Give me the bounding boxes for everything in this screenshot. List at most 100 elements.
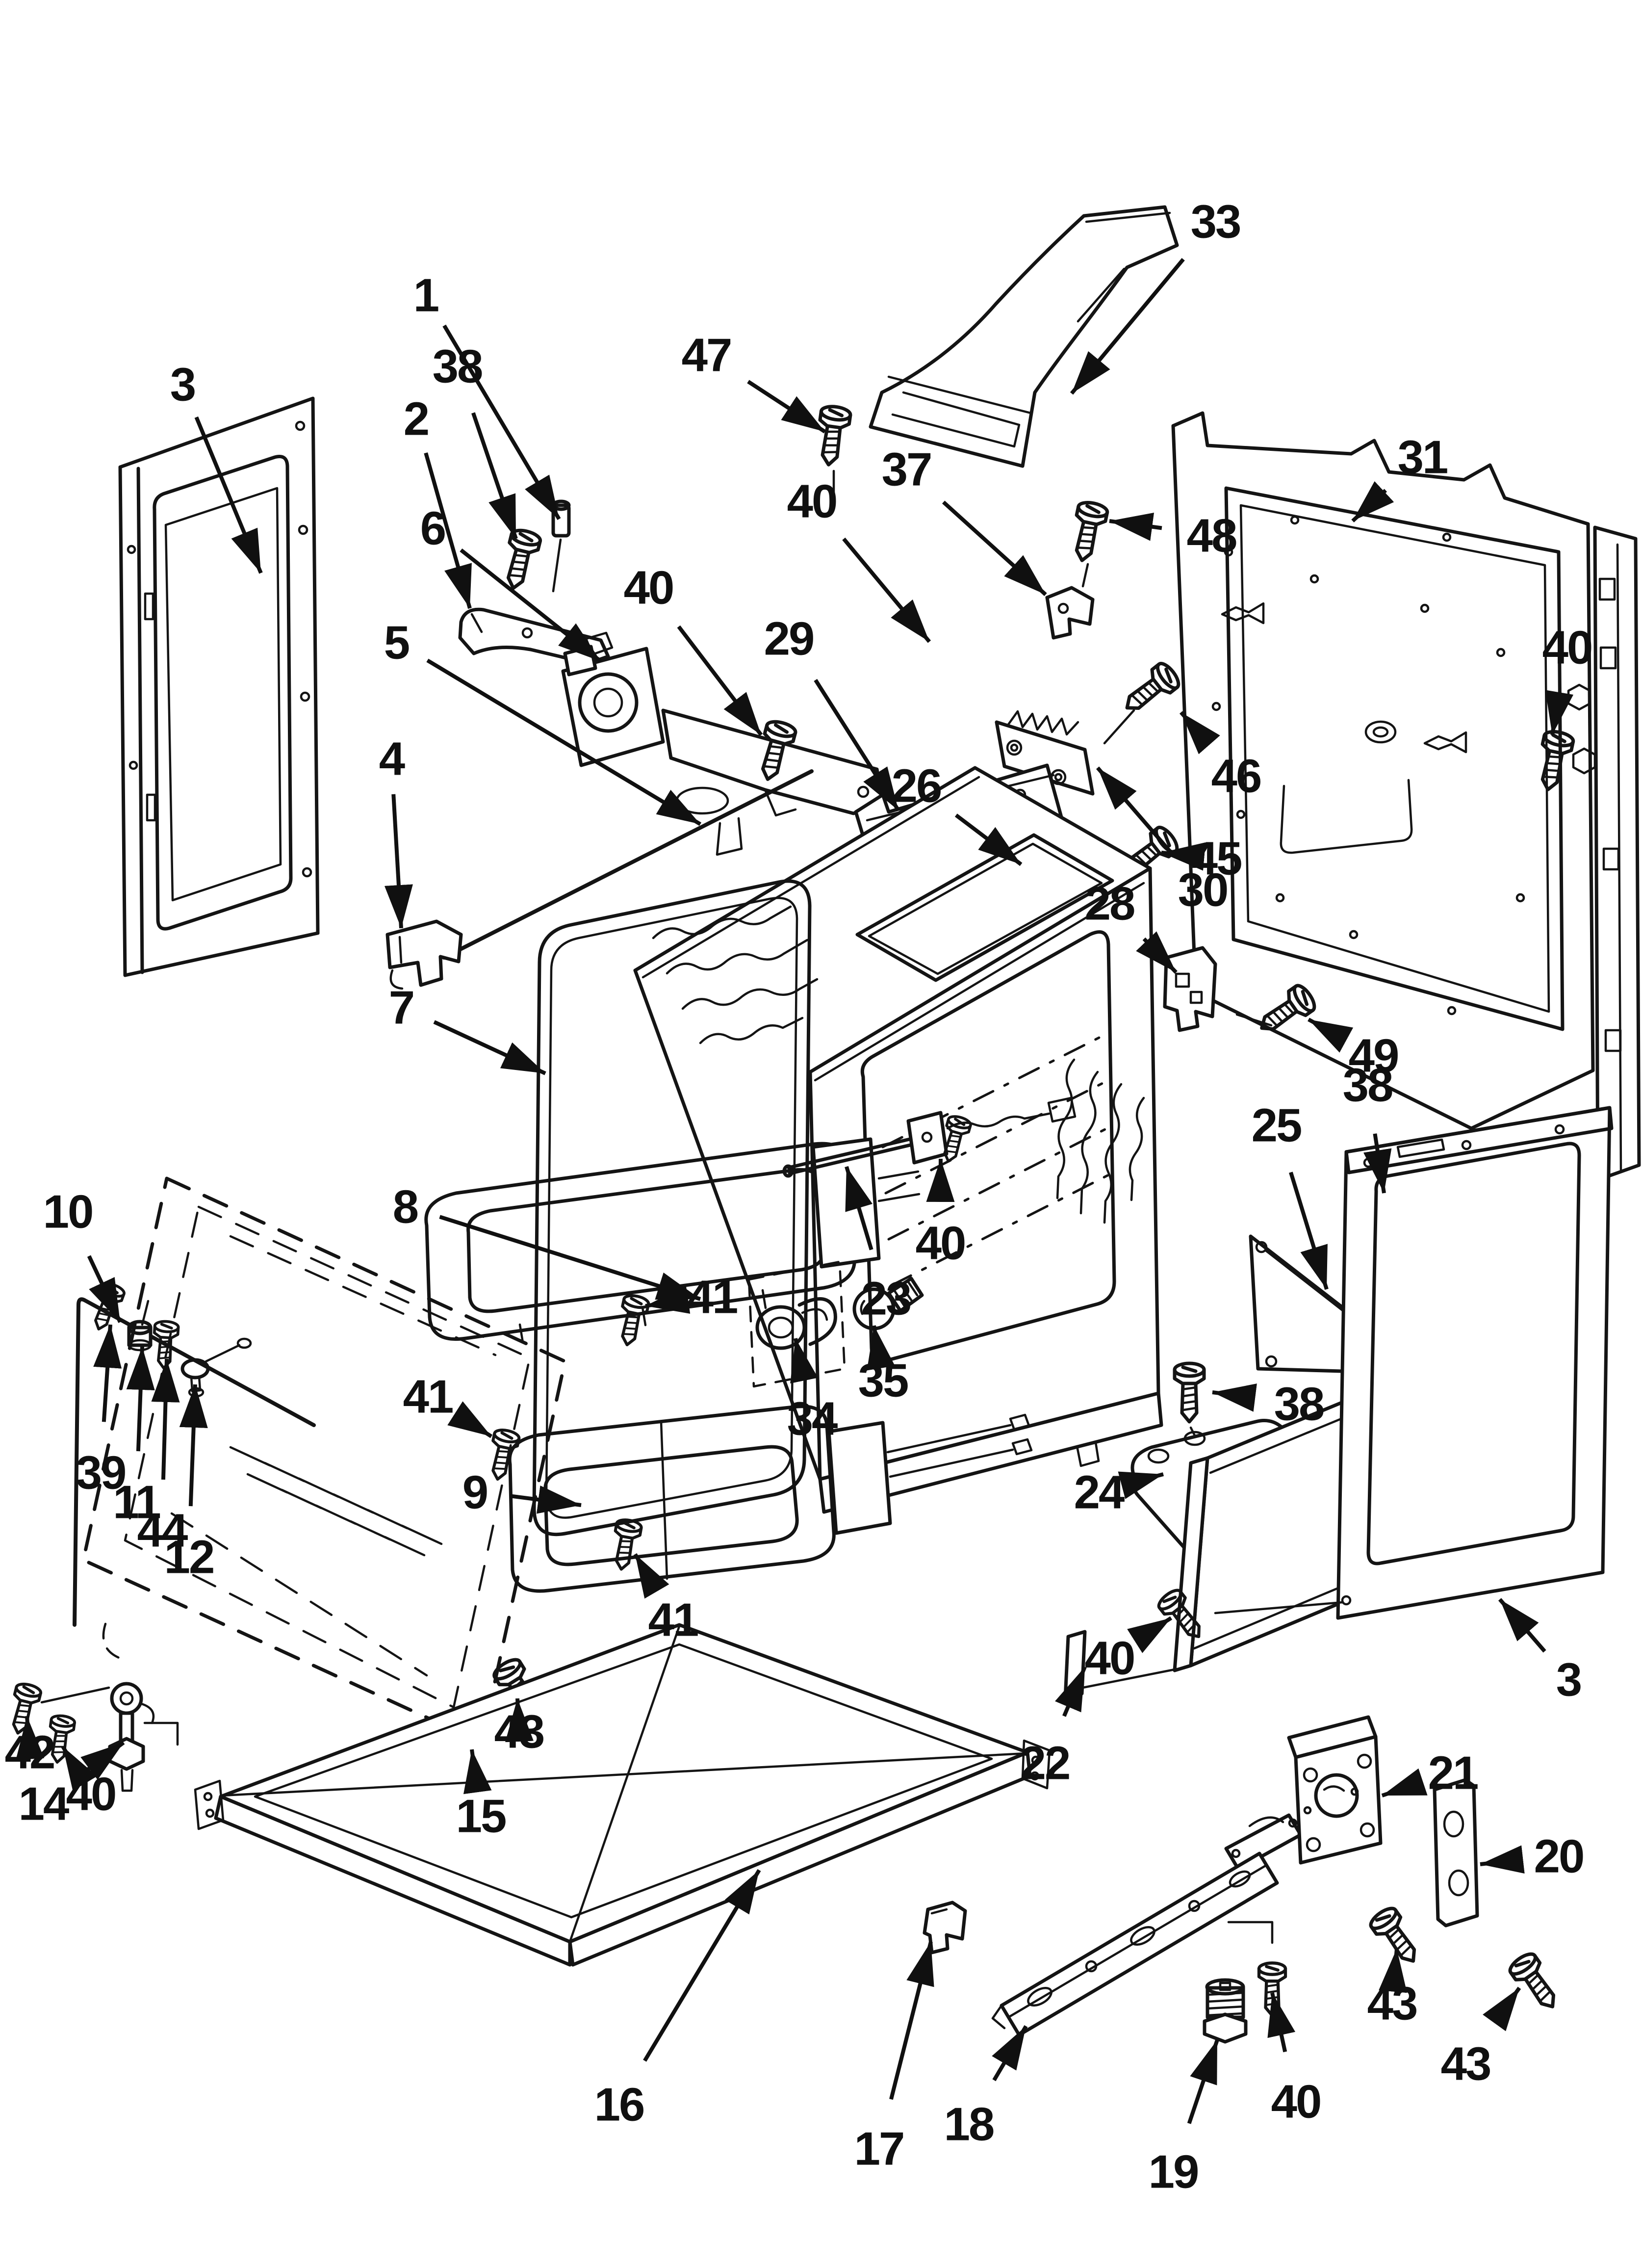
callout-arrow: [845, 1166, 873, 1251]
part-number: 2: [404, 393, 428, 445]
callout-arrow: [1379, 1948, 1407, 1993]
part-number: 40: [1085, 1632, 1134, 1685]
callout-12: 12: [164, 1384, 215, 1584]
callout-arrow: [790, 1338, 818, 1384]
callout-6: 6: [420, 502, 602, 663]
capillary-clip: [385, 919, 463, 990]
part-number: 40: [1542, 622, 1592, 674]
callout-40: 40: [1542, 622, 1593, 735]
callout-arrow: [645, 1285, 691, 1314]
callout-arrow: [463, 1749, 492, 1795]
part-number: 40: [1271, 2076, 1321, 2128]
callout-20: 20: [1480, 1830, 1585, 1883]
callout-arrow: [1179, 711, 1220, 755]
callout-40: 40: [787, 475, 931, 643]
part-number: 26: [892, 760, 941, 812]
callout-arrow: [842, 537, 931, 643]
callout-41: 41: [645, 1271, 739, 1324]
callout-43: 43: [1441, 1986, 1521, 2090]
callout-40: 40: [916, 1158, 966, 1270]
callout-37: 37: [882, 443, 1047, 596]
callout-45: 45: [1161, 833, 1243, 885]
callout-arrow: [179, 1384, 208, 1507]
part-number: 45: [1192, 833, 1241, 885]
callout-arrow: [1308, 1017, 1354, 1053]
part-number: 40: [66, 1768, 116, 1821]
leveling-foot: [1203, 1978, 1248, 2044]
callout-arrow: [1351, 481, 1394, 522]
part-number: 39: [76, 1447, 126, 1499]
callout-arrow: [447, 1401, 493, 1438]
corner-bracket: [1287, 1715, 1383, 1865]
part-number: 40: [787, 475, 837, 528]
callout-1: 1: [413, 269, 561, 521]
callout-arrow: [633, 1553, 669, 1599]
callout-arrow: [442, 324, 561, 521]
part-number: 15: [456, 1790, 506, 1843]
callout-30: 30: [1096, 766, 1229, 916]
grommet-12: [180, 1337, 252, 1398]
callout-41: 41: [633, 1553, 699, 1646]
callout-arrow: [1136, 931, 1178, 974]
callout-arrow: [505, 1698, 534, 1743]
callout-arrow: [867, 1325, 895, 1371]
screw-38-top: [499, 528, 542, 592]
callout-arrow: [1212, 1383, 1257, 1412]
rear-bracket: [1163, 946, 1217, 1032]
callout-arrow: [1070, 258, 1185, 395]
rear-panel: [1171, 411, 1641, 1182]
callout-33: 33: [1070, 196, 1241, 395]
callout-arrow: [384, 794, 413, 929]
callout-arrow: [194, 416, 263, 574]
callout-35: 35: [858, 1325, 909, 1407]
part-number: 28: [1085, 878, 1134, 930]
callout-arrow: [1289, 1172, 1329, 1290]
part-number: 33: [1191, 196, 1240, 248]
screw-43-spacer: [1507, 1951, 1565, 2015]
callout-40: 40: [61, 1745, 117, 1821]
screw-46: [1118, 660, 1182, 720]
capillary-tube: [442, 769, 814, 960]
part-number: 7: [389, 982, 413, 1034]
part-number: 41: [403, 1371, 453, 1423]
callout-arrow: [1267, 1992, 1296, 2053]
callout-arrow: [1498, 1598, 1546, 1653]
part-number: 41: [688, 1271, 737, 1324]
callout-38: 38: [1212, 1378, 1325, 1431]
callout-41: 41: [403, 1371, 493, 1438]
callout-10: 10: [43, 1186, 122, 1323]
part-number: 24: [1074, 1466, 1125, 1519]
callout-arrow: [1381, 1768, 1428, 1798]
callout-43: 43: [494, 1698, 545, 1758]
part-number: 5: [384, 617, 409, 669]
callout-47: 47: [682, 329, 826, 434]
callout-38: 38: [1343, 1059, 1394, 1194]
callout-40: 40: [624, 562, 763, 736]
part-number: 34: [787, 1393, 838, 1445]
callout-arrow: [426, 658, 702, 826]
anti-tip-clip: [923, 1901, 967, 1955]
part-number: 16: [594, 2079, 644, 2131]
callout-48: 48: [1109, 510, 1238, 562]
part-number: 29: [764, 613, 814, 665]
callout-42: 42: [5, 1716, 55, 1779]
callout-arrow: [1363, 1133, 1392, 1194]
callout-arrow: [87, 1255, 122, 1323]
callout-22: 22: [1020, 1666, 1087, 1790]
part-number: 43: [1441, 2038, 1490, 2090]
callout-arrow: [61, 1745, 98, 1791]
callout-3: 3: [1498, 1598, 1582, 1706]
callout-16: 16: [594, 1869, 761, 2131]
part-number: 17: [854, 2123, 904, 2175]
oven-door-panel: [81, 1176, 567, 1745]
callout-11: 11: [113, 1346, 161, 1529]
part-number: 19: [1149, 2146, 1198, 2198]
callout-7: 7: [389, 982, 546, 1075]
broil-element: [508, 1405, 1033, 1593]
callout-arrow: [1187, 2039, 1219, 2124]
part-number: 35: [858, 1355, 908, 1407]
top-heat-spreader: [855, 833, 1114, 982]
part-number: 23: [861, 1273, 911, 1325]
callout-arrow: [1483, 1986, 1521, 2032]
callout-arrow: [954, 813, 1023, 866]
